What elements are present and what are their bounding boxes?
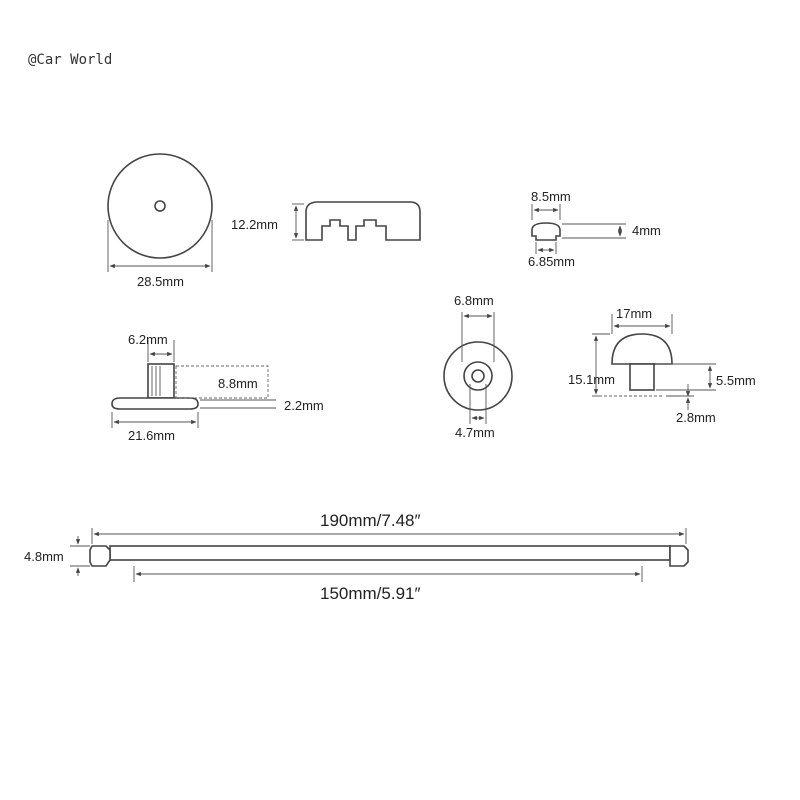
- ring-hole: [471, 369, 485, 383]
- rod-inner-label: 150mm/5.91″: [320, 584, 421, 603]
- cap-height-label: 4mm: [632, 223, 661, 238]
- slotted-block-part: 12.2mm: [231, 201, 421, 241]
- dome-stem-outline: [629, 363, 655, 391]
- block-height-label: 12.2mm: [231, 217, 278, 232]
- stem-height-label: 5.5mm: [716, 373, 756, 388]
- base-plate-outline: [111, 397, 199, 410]
- watermark: @Car World: [28, 52, 113, 68]
- rod-left-end: [89, 545, 111, 567]
- small-cap-outline: [531, 222, 561, 241]
- dome-height-label: 15.1mm: [568, 372, 615, 387]
- ring-outer-label: 6.8mm: [454, 293, 494, 308]
- rod-total-label: 190mm/7.48″: [320, 511, 421, 530]
- dome-outline: [611, 333, 673, 365]
- rod-part: 190mm/7.48″ 150mm/5.91″ 4.8mm: [24, 511, 689, 603]
- rod-body: [109, 545, 671, 561]
- disc-part: 28.5mm: [107, 153, 213, 289]
- small-cap-part: 8.5mm 4mm 6.85mm: [528, 189, 661, 269]
- plate-height-label: 2.2mm: [284, 398, 324, 413]
- ring-inner-label: 4.7mm: [455, 425, 495, 440]
- ring-part: 6.8mm 4.7mm: [443, 293, 513, 440]
- plate-width-label: 21.6mm: [128, 428, 175, 443]
- stem-bottom-label: 2.8mm: [676, 410, 716, 425]
- rod-height-label: 4.8mm: [24, 549, 64, 564]
- base-knob-part: 6.2mm 8.8mm 2.2mm 21.6mm: [111, 332, 324, 443]
- dome-width-label: 17mm: [616, 306, 652, 321]
- rod-right-end: [669, 545, 689, 567]
- knob-height-box: [175, 365, 269, 399]
- slotted-block-outline: [305, 201, 421, 241]
- disc-diameter-label: 28.5mm: [137, 274, 184, 289]
- cap-bottom-label: 6.85mm: [528, 254, 575, 269]
- dome-cap-part: 17mm 15.1mm 5.5mm 2.8mm: [568, 306, 756, 425]
- cap-top-label: 8.5mm: [531, 189, 571, 204]
- knob-width-label: 6.2mm: [128, 332, 168, 347]
- disc-center-hole: [154, 200, 166, 212]
- knob-height-label: 8.8mm: [218, 376, 258, 391]
